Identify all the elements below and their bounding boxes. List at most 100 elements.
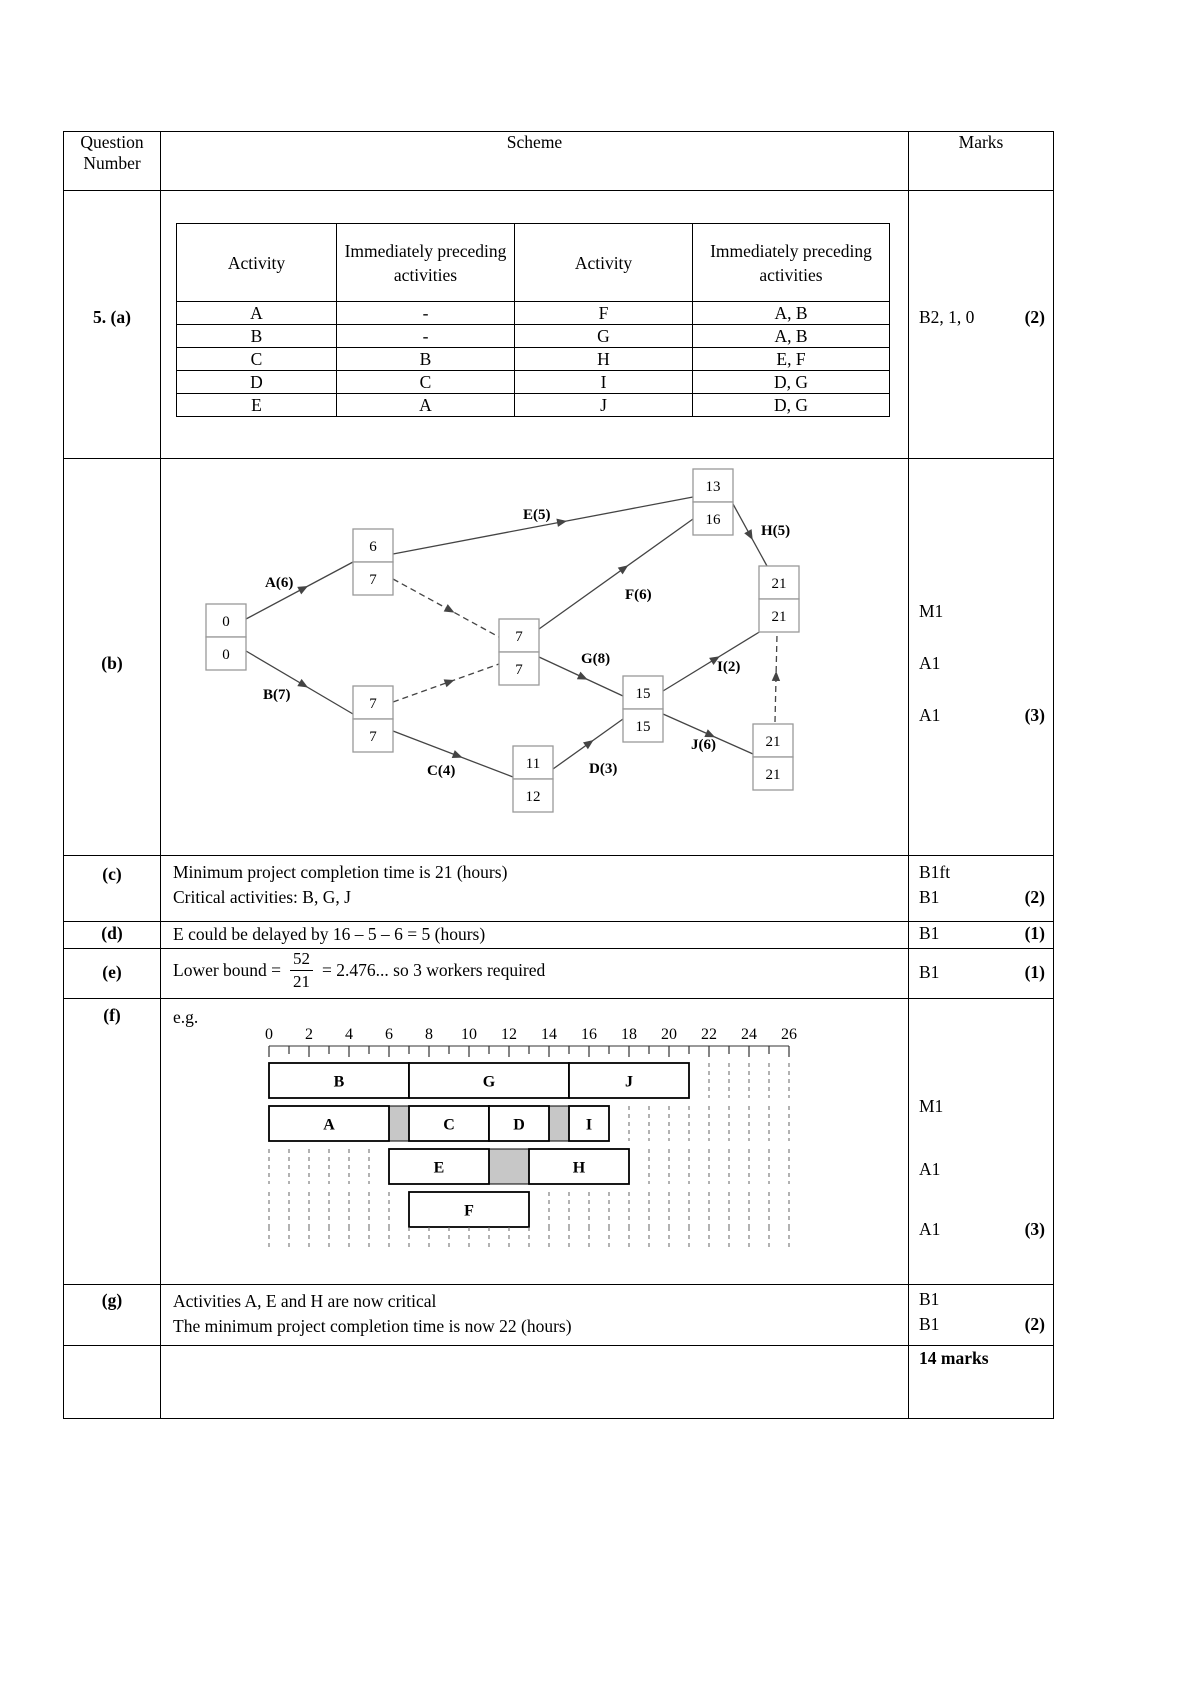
row-part-e: (e) Lower bound = 52 21 = 2.476... so 3 …	[63, 948, 1054, 999]
answer-text-g: Activities A, E and H are now critical T…	[161, 1285, 908, 1339]
row-part-c: (c) Minimum project completion time is 2…	[63, 855, 1054, 922]
mark-value: A1	[919, 1219, 941, 1239]
lower-bound-working: Lower bound = 52 21 = 2.476... so 3 work…	[161, 949, 908, 992]
edge-label: D(3)	[589, 761, 617, 777]
precedence-header-cell: Activity	[514, 223, 693, 302]
edge-label: J(6)	[691, 737, 716, 753]
arrowhead-icon	[556, 518, 567, 527]
part-label-a: 5. (a)	[93, 307, 131, 327]
part-label-f: (f)	[103, 1005, 121, 1025]
activity-bar-F	[408, 1191, 530, 1228]
marks-line-d: B1 (1)	[919, 923, 1045, 944]
precedence-cell: J	[514, 393, 693, 417]
mark-total-c: (2)	[1024, 887, 1045, 907]
activity-bar-label: H	[573, 1160, 586, 1177]
edge-label: G(8)	[581, 651, 610, 667]
mark-scheme-table: Question Number Scheme Marks 5. (a) Acti…	[63, 131, 1054, 1419]
early-time: 21	[766, 734, 781, 750]
arrowhead-icon	[297, 678, 309, 688]
activity-bar-label: G	[483, 1074, 496, 1091]
lower-bound-prefix: Lower bound =	[173, 960, 282, 980]
axis-tick-label: 26	[781, 1026, 797, 1043]
precedence-cell: D, G	[692, 370, 890, 394]
arrowhead-icon	[576, 671, 588, 680]
header-question-number: Question Number	[63, 131, 161, 191]
early-time: 7	[515, 629, 523, 645]
total-marks-line: 14 marks	[919, 1348, 1045, 1369]
precedence-cell: A, B	[692, 324, 890, 348]
lower-bound-suffix: = 2.476... so 3 workers required	[322, 960, 546, 980]
mark-value: B1	[919, 1289, 940, 1309]
axis-tick-label: 16	[581, 1026, 597, 1043]
precedence-cell: E	[176, 393, 337, 417]
header-row: Question Number Scheme Marks	[63, 131, 1054, 191]
header-scheme: Scheme	[160, 131, 909, 191]
mark-value: A1	[919, 653, 941, 673]
late-time: 7	[369, 729, 377, 745]
late-time: 15	[636, 719, 651, 735]
mark-total-b: (3)	[1024, 705, 1045, 725]
activity-bar-D	[488, 1105, 550, 1142]
precedence-header-cell: Immediately preceding activities	[692, 223, 890, 302]
mark-total-g: (2)	[1024, 1314, 1045, 1334]
precedence-cell: D, G	[692, 393, 890, 417]
early-time: 7	[369, 696, 377, 712]
mark-total-e: (1)	[1024, 962, 1045, 982]
activity-edge	[538, 518, 694, 630]
completion-time-line: Minimum project completion time is 21 (h…	[173, 862, 508, 882]
axis-tick-label: 10	[461, 1026, 477, 1043]
mark-value: B1	[919, 923, 940, 943]
mark-total-a: (2)	[1024, 307, 1045, 327]
precedence-cell: B	[176, 324, 337, 348]
late-time: 7	[369, 572, 377, 588]
edge-label: B(7)	[263, 687, 291, 703]
activity-bar-label: C	[443, 1117, 455, 1134]
precedence-cell: A	[336, 393, 515, 417]
edge-label: F(6)	[625, 587, 652, 603]
precedence-cell: C	[176, 347, 337, 371]
part-label-e: (e)	[102, 962, 122, 982]
early-time: 13	[706, 479, 721, 495]
critical-activities-line: Critical activities: B, G, J	[173, 887, 351, 907]
arrowhead-icon	[744, 529, 753, 540]
mark-value: B1	[919, 887, 940, 907]
new-completion-time-line: The minimum project completion time is n…	[173, 1316, 572, 1336]
mark-value: B1ft	[919, 862, 951, 882]
late-time: 0	[222, 647, 230, 663]
mark-value: B1	[919, 962, 940, 982]
marks-line-b1: M1	[919, 601, 1045, 622]
header-marks: Marks	[908, 131, 1054, 191]
activity-bar-label: A	[323, 1117, 335, 1134]
precedence-cell: A, B	[692, 301, 890, 325]
arrowhead-icon	[617, 565, 629, 575]
axis-tick-label: 22	[701, 1026, 717, 1043]
marks-line-c1: B1ft	[919, 862, 1045, 883]
float-block	[488, 1148, 530, 1185]
fraction-denominator: 21	[293, 972, 311, 991]
mark-total-f: (3)	[1024, 1219, 1045, 1239]
activity-bar-label: B	[334, 1074, 345, 1091]
precedence-cell: D	[176, 370, 337, 394]
activity-bar-I	[568, 1105, 610, 1142]
precedence-cell: A	[176, 301, 337, 325]
axis-tick-label: 24	[741, 1026, 757, 1043]
activity-bar-label: I	[586, 1117, 592, 1134]
float-block	[388, 1105, 410, 1142]
total-marks: 14 marks	[919, 1348, 989, 1368]
late-time: 12	[526, 789, 541, 805]
marks-line-c2: B1 (2)	[919, 887, 1045, 908]
part-label-d: (d)	[101, 923, 123, 943]
dummy-edge	[392, 663, 500, 703]
answer-text-c: Minimum project completion time is 21 (h…	[161, 856, 908, 910]
axis-tick-label: 14	[541, 1026, 557, 1043]
part-label-c: (c)	[102, 864, 122, 884]
